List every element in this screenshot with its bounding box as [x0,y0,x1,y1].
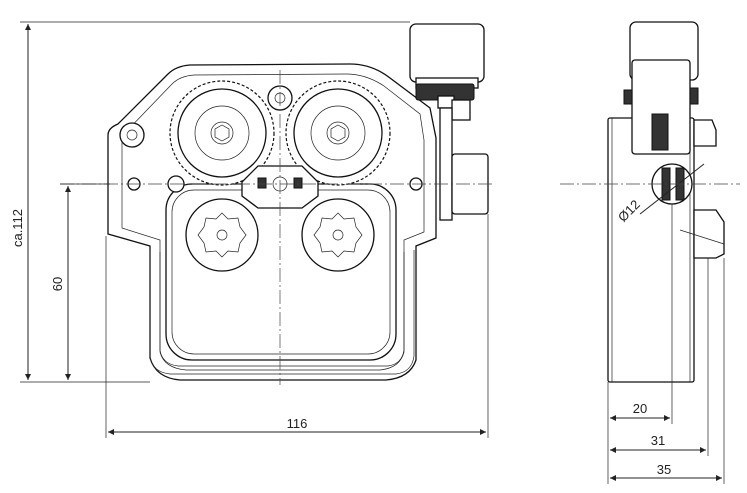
dim-side-20-label: 20 [633,401,647,416]
lower-left-roller [185,198,259,272]
dim-height-axis-label: 60 [50,277,65,291]
side-housing [607,117,695,383]
lower-right-roller [301,198,375,272]
dim-width-front-label: 116 [287,416,308,431]
side-view [560,21,740,383]
dim-height-total-label: ca.112 [10,209,25,247]
upper-right-gear [285,80,391,186]
front-view [60,23,495,385]
dim-side-31-label: 31 [651,433,665,448]
upper-left-gear [169,80,275,186]
dim-side-35-label: 35 [657,462,671,477]
tension-knob [409,23,489,221]
dimension-lines [20,21,725,484]
front-lower-frame [149,250,415,375]
front-housing-inner [121,73,425,371]
